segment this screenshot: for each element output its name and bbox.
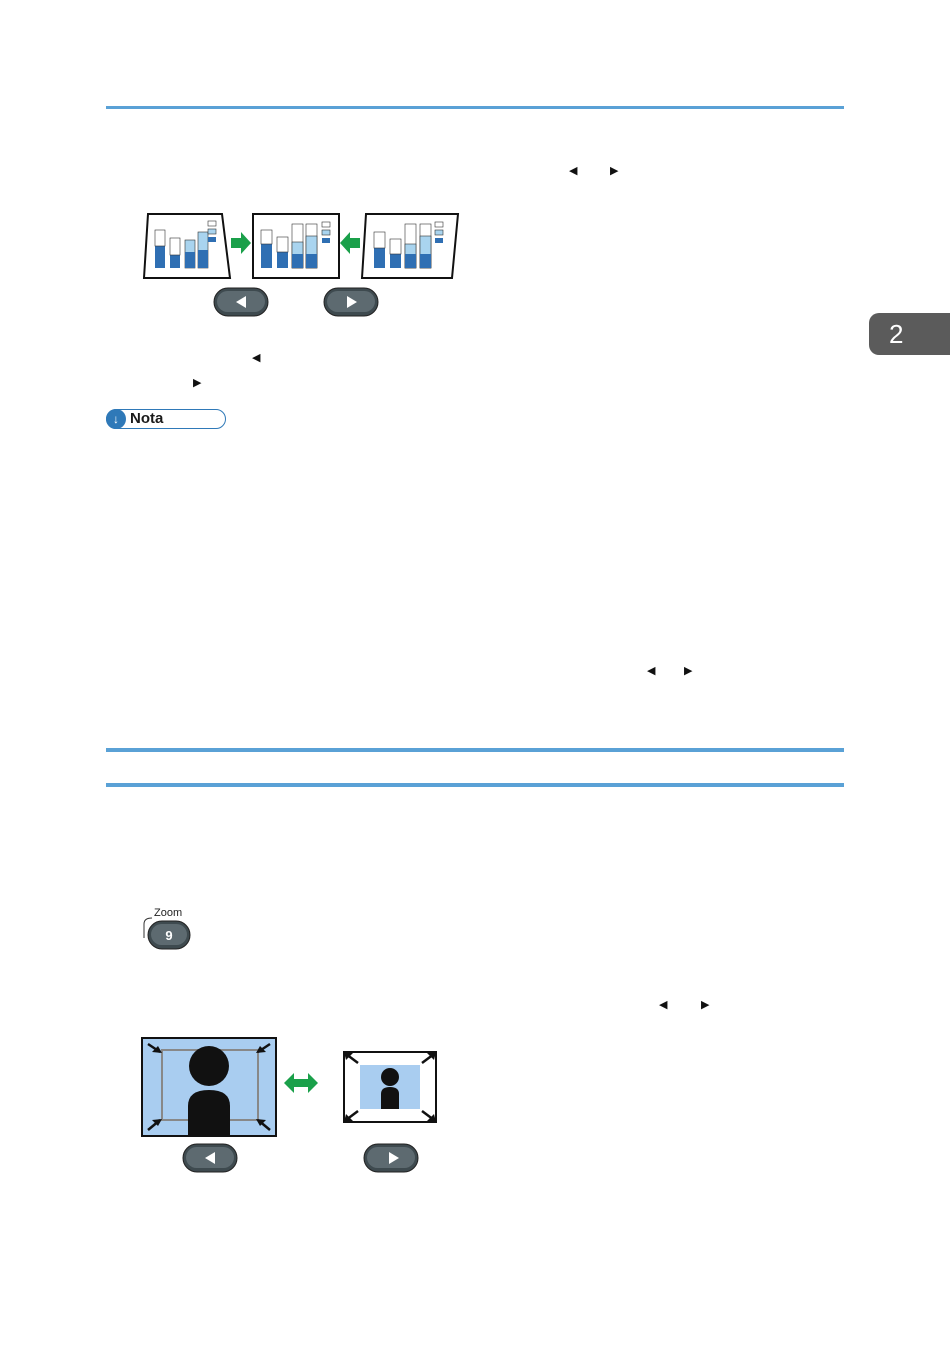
zoom-out-screen — [344, 1052, 436, 1122]
green-arrow-left-icon — [340, 232, 360, 254]
remote-left-button — [183, 1144, 237, 1172]
left-arrow-glyph: ◀ — [252, 353, 260, 364]
right-arrow-glyph: ▶ — [610, 166, 618, 177]
zoom-in-screen — [142, 1038, 276, 1136]
right-arrow-glyph: ▶ — [701, 1000, 709, 1011]
section-rule-top — [106, 748, 844, 752]
green-double-arrow-icon — [284, 1073, 318, 1093]
right-arrow-glyph: ▶ — [193, 378, 201, 389]
zoom-key-number: 9 — [165, 928, 172, 943]
arrow-down-circle-icon: ↓ — [106, 409, 126, 429]
zoom-key-button[interactable]: 9 — [140, 916, 195, 952]
remote-right-button — [364, 1144, 418, 1172]
left-arrow-glyph: ◀ — [647, 666, 655, 677]
chapter-tab[interactable]: 2 — [869, 313, 950, 355]
note-badge: ↓ Nota — [106, 409, 226, 429]
remote-left-button — [214, 288, 268, 316]
right-arrow-glyph: ▶ — [684, 666, 692, 677]
remote-right-button — [324, 288, 378, 316]
keystone-screen-left — [144, 214, 230, 278]
keystone-illustration — [140, 208, 465, 323]
zoom-illustration — [138, 1034, 448, 1176]
keystone-screen-right — [362, 214, 458, 278]
keystone-screen-center — [253, 214, 339, 278]
left-arrow-glyph: ◀ — [659, 1000, 667, 1011]
left-arrow-glyph: ◀ — [569, 166, 577, 177]
header-rule — [106, 106, 844, 109]
green-arrow-right-icon — [231, 232, 251, 254]
note-label: Nota — [130, 410, 163, 428]
section-rule-bottom — [106, 783, 844, 787]
